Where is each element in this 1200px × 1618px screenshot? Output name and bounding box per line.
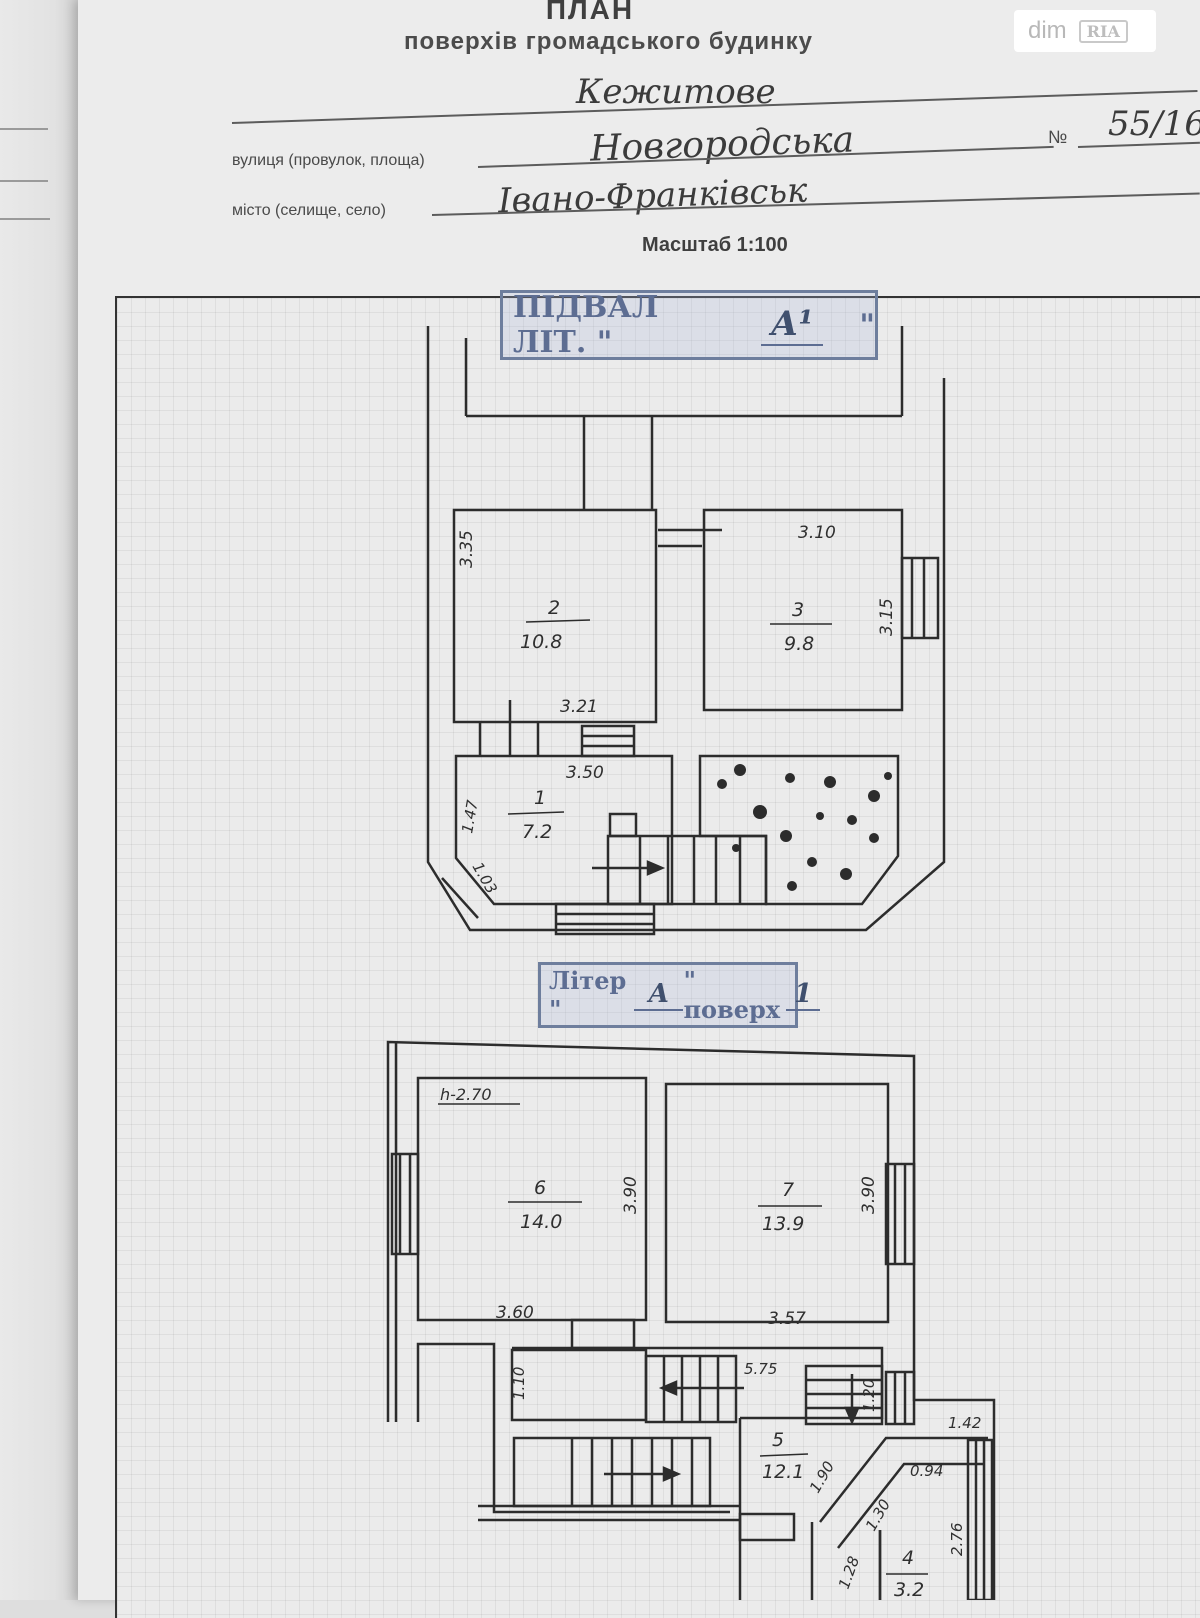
basement-labels: 2 10.8 3 9.8 1 7.2 3.10 3.35 3.15 3.21 3… — [457, 523, 897, 897]
facing-page-rule — [0, 180, 48, 182]
floor1-stamp-mid: " поверх — [683, 966, 781, 1024]
facing-page — [0, 0, 78, 1600]
basement-room-1-area: 7.2 — [522, 821, 552, 843]
floor1-room-6-area: 14.0 — [520, 1211, 562, 1233]
city-label: місто (селище, село) — [232, 202, 386, 219]
document-title: ПЛАН — [545, 0, 635, 25]
scale-label: Масштаб 1:100 — [642, 234, 788, 256]
basement-room-2-area: 10.8 — [520, 631, 562, 653]
floor1-room-7-outline — [664, 1082, 890, 1324]
basement-room-2-number: 2 — [548, 597, 560, 619]
basement-room-2-outline — [452, 508, 658, 724]
floor1-diagonal-wall — [837, 1462, 984, 1549]
floor1-diagonal-wall — [819, 1436, 988, 1523]
facing-page-rule — [0, 218, 50, 220]
basement-room-2-fraction-bar — [525, 619, 591, 623]
document-subtitle: поверхів громадського будинку — [404, 28, 813, 55]
floor1-stamp-value: А — [634, 979, 684, 1011]
floor1-stair-arrowhead — [658, 1380, 678, 1396]
number-label: № — [1048, 127, 1068, 147]
floor1-doorway — [570, 1318, 636, 1350]
basement-exit — [554, 902, 656, 936]
floor1-room-6-number: 6 — [534, 1177, 546, 1199]
basement-stair-landing — [608, 812, 638, 838]
basement-room-3-number: 3 — [792, 599, 804, 621]
floor1-dim-upper-right: 1.42 — [948, 1414, 981, 1432]
floor1-stair-arrowhead — [844, 1406, 860, 1426]
basement-room-3-area: 9.8 — [784, 633, 814, 655]
basement-dim-width-room-2: 3.21 — [560, 697, 598, 717]
floor1-room-5-number: 5 — [772, 1429, 784, 1451]
floor1-stair-arrowhead — [662, 1466, 682, 1482]
floor1-stamp-label: Літер " — [549, 966, 627, 1024]
floor1-room-5-area: 12.1 — [762, 1461, 804, 1483]
dimria-watermark: dim RIA — [1014, 10, 1156, 52]
basement-dim-height-room-2: 3.35 — [457, 530, 477, 568]
floor1-room-6-outline — [416, 1076, 648, 1322]
floor1-stamp-floor: 1 — [786, 979, 821, 1011]
floor1-room-7-number: 7 — [782, 1179, 794, 1201]
basement-stamp: ПІДВАЛ ЛІТ. " А¹ " — [500, 290, 878, 360]
facing-page-rule — [0, 128, 48, 130]
basement-rubble — [717, 764, 892, 891]
floor1-room-7-area: 13.9 — [762, 1213, 804, 1235]
floor1-doorway-bottom — [738, 1512, 796, 1542]
floor-plan-sheet — [115, 296, 1200, 1618]
floor1-dim-width-room-6: 3.60 — [496, 1303, 534, 1323]
basement-stair-arrowhead — [646, 860, 666, 876]
floor1-room-4-number: 4 — [902, 1547, 914, 1569]
basement-stamp-label: ПІДВАЛ ЛІТ. " — [513, 290, 659, 360]
basement-dim-wall-room-1: 1.47 — [458, 798, 482, 834]
basement-dim-height-room-3: 3.15 — [877, 598, 897, 636]
floor1-dim-room-4-diagonal: 1.30 — [862, 1496, 894, 1534]
watermark-brand: dim — [1028, 17, 1067, 44]
basement-room-1-fraction-bar — [507, 811, 565, 815]
floor1-window-lower — [884, 1370, 916, 1426]
floor1-dim-room-4-height: 2.76 — [948, 1523, 966, 1556]
street-label: вулиця (провулок, площа) — [232, 152, 425, 169]
floor1-height: h-2.70 — [440, 1085, 492, 1104]
floor1-annex-wall — [416, 1342, 730, 1514]
floor1-dim-height-room-7: 3.90 — [859, 1176, 879, 1214]
floor1-room-5-fraction-bar — [759, 1453, 809, 1457]
floor1-window-bottom — [966, 1438, 994, 1600]
basement-room-1-number: 1 — [534, 787, 546, 809]
floor1-window-right — [884, 1162, 916, 1266]
floor1-small-room — [510, 1348, 648, 1422]
floor1-stamp: Літер " А " поверх 1 — [538, 962, 821, 1028]
basement-outer-wall — [426, 326, 946, 932]
floor1-room-4-area: 3.2 — [894, 1579, 924, 1600]
floor1-dim-small-room: 1.10 — [510, 1367, 528, 1400]
floor1-dim-height-room-6: 3.90 — [621, 1176, 641, 1214]
floor1-dim-diagonal: 1.90 — [806, 1458, 838, 1496]
basement-rubble-area — [698, 754, 900, 906]
floor1-dim-room-4-top: 0.94 — [910, 1462, 943, 1480]
basement-inner-wall — [441, 877, 479, 919]
basement-staircase — [606, 834, 768, 906]
floor1-labels: h-2.70 6 14.0 7 13.9 5 12.1 4 3.2 3.90 3… — [438, 1085, 981, 1600]
basement-window — [900, 556, 940, 640]
floor1-window-left — [390, 1152, 420, 1256]
basement-stair-small — [580, 724, 636, 758]
floor1-dim-corridor: 5.75 — [744, 1360, 777, 1378]
basement-stamp-value: А¹ — [760, 304, 824, 346]
number-value: 55/16 — [1108, 104, 1200, 144]
watermark-badge: RIA — [1078, 19, 1128, 43]
floor1-dim-width-room-7: 3.57 — [768, 1309, 806, 1329]
basement-dim-width-room-1: 3.50 — [566, 763, 604, 783]
basement-dim-width-room-3: 3.10 — [798, 523, 836, 543]
floor1-dim-room-4-bottom: 1.28 — [835, 1554, 863, 1592]
floor1-dim-stair-right: 1.20 — [860, 1379, 878, 1412]
basement-stamp-end: " — [859, 307, 875, 343]
